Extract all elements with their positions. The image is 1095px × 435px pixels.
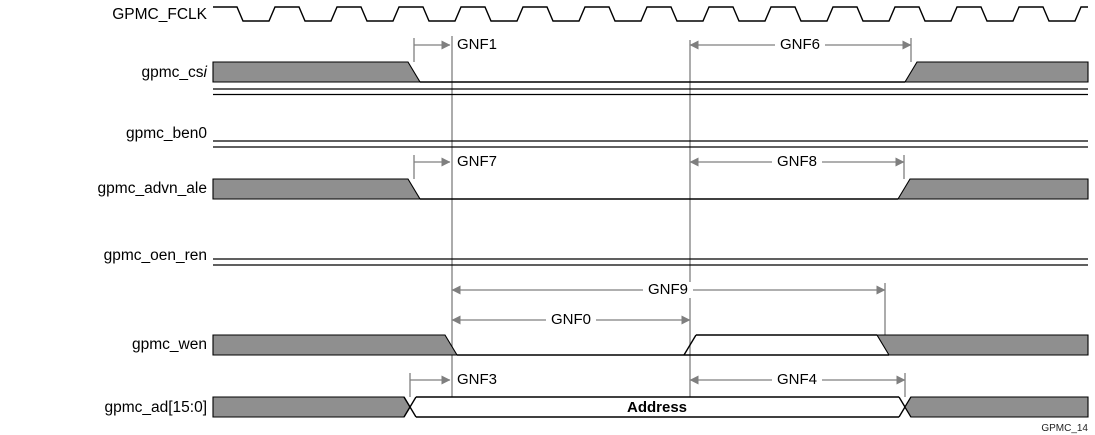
timing-label-gnf4: GNF4 — [777, 371, 817, 388]
waveform-gpmc-advn-ale — [212, 178, 1089, 200]
label-mask-gnf6 — [775, 37, 825, 53]
ad-bus-band-left — [212, 396, 411, 418]
ad-bus-band-right — [904, 396, 1089, 418]
signal-label-cs: gpmc_csi — [142, 64, 208, 81]
signal-label-wen: gpmc_wen — [132, 336, 207, 353]
signal-label-oen-ren: gpmc_oen_ren — [104, 247, 207, 264]
cs-high-band-left — [212, 61, 421, 83]
waveform-gpmc-ben0 — [213, 140, 1088, 148]
advn-high-band-right — [897, 178, 1089, 200]
signal-label-advn-ale: gpmc_advn_ale — [98, 180, 207, 197]
signal-label-cs-prefix: gpmc_cs — [142, 64, 204, 81]
timing-label-gnf6: GNF6 — [780, 36, 820, 53]
waveform-gpmc-fclk — [213, 6, 1088, 22]
clock-wave — [213, 6, 1088, 22]
ad-bus-cross-left-b — [403, 396, 417, 418]
wen-band-left — [212, 334, 458, 356]
signal-label-ad: gpmc_ad[15:0] — [104, 399, 207, 416]
waveform-gpmc-ad — [212, 396, 1089, 418]
signal-label-cs-index: i — [204, 64, 208, 81]
signal-label-fclk: GPMC_FCLK — [112, 6, 207, 23]
timing-label-gnf3: GNF3 — [457, 371, 497, 388]
advn-high-band-left — [212, 178, 421, 200]
label-mask-gnf9 — [643, 282, 693, 298]
label-mask-gnf8 — [772, 154, 822, 170]
timing-label-gnf1: GNF1 — [457, 36, 497, 53]
wen-band-right — [876, 334, 1089, 356]
timing-label-gnf7: GNF7 — [457, 153, 497, 170]
label-mask-gnf4 — [772, 372, 822, 388]
cs-high-band-right — [904, 61, 1089, 83]
wen-rise-edge — [683, 334, 697, 356]
address-valid-label: Address — [627, 399, 687, 416]
waveform-gpmc-cs — [212, 61, 1089, 96]
timing-label-gnf0: GNF0 — [551, 311, 591, 328]
timing-label-gnf8: GNF8 — [777, 153, 817, 170]
waveform-gpmc-wen — [212, 334, 1089, 356]
waveform-gpmc-oen-ren — [213, 258, 1088, 266]
signal-label-ben0: gpmc_ben0 — [126, 125, 207, 142]
timing-annotations — [409, 36, 912, 397]
label-mask-gnf0 — [546, 312, 596, 328]
timing-label-gnf9: GNF9 — [648, 281, 688, 298]
figure-id: GPMC_14 — [1041, 423, 1088, 434]
